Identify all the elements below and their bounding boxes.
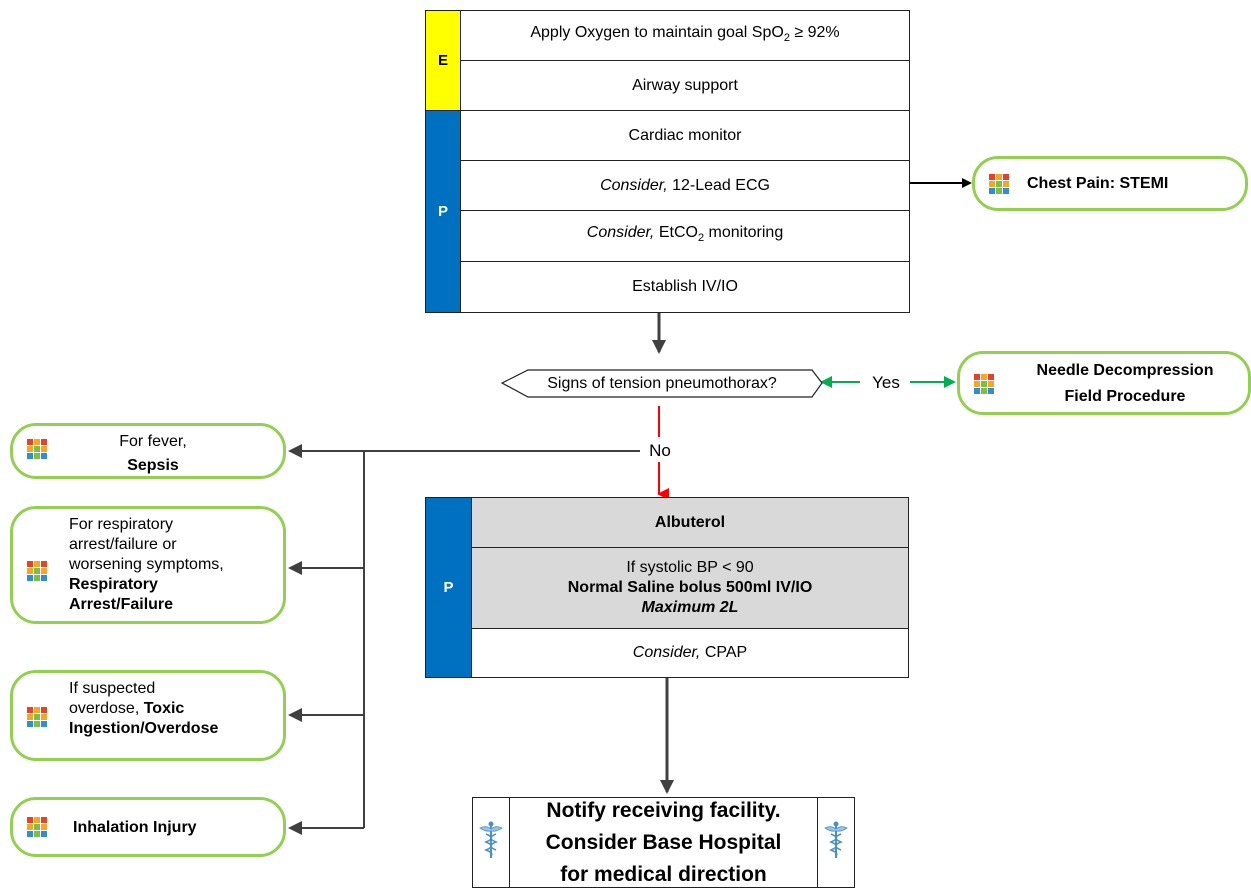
ref-respiratory-arrest[interactable]: For respiratory arrest/failure or worsen… (10, 506, 286, 624)
ref-resp-line-1: For respiratory (69, 516, 174, 533)
airway-text: Airway support (632, 76, 738, 94)
airway-step: Airway support (460, 60, 910, 111)
paramedic-band-lower: P (425, 497, 472, 678)
oxygen-text: Apply Oxygen to maintain goal SpO2 ≥ 92% (530, 23, 840, 45)
ref-resp-line-2: arrest/failure or (69, 536, 177, 553)
notify-box: Notify receiving facility. Consider Base… (472, 797, 855, 888)
ecg-step: Consider, 12-Lead ECG (460, 160, 910, 211)
ref-needle-decompression[interactable]: Needle Decompression Field Procedure (957, 351, 1251, 415)
ref-toxic-ingestion[interactable]: If suspected overdose, Toxic Ingestion/O… (10, 670, 286, 761)
etco2-step: Consider, EtCO2 monitoring (460, 210, 910, 262)
ref-resp-line-3: worsening symptoms, (69, 556, 224, 573)
albuterol-step: Albuterol (471, 497, 909, 548)
ref-toxic-label-2: Ingestion/Overdose (69, 720, 219, 737)
albuterol-text: Albuterol (654, 513, 726, 531)
yes-label: Yes (872, 373, 900, 392)
monitor-text: Cardiac monitor (628, 126, 742, 144)
cpap-step: Consider, CPAP (471, 628, 909, 678)
notify-line-3: for medical direction (560, 862, 767, 886)
cpap-text: Consider, CPAP (632, 644, 748, 661)
ivio-step: Establish IV/IO (460, 261, 910, 313)
saline-dose: Normal Saline bolus 500ml IV/IO (567, 579, 813, 596)
ref-sepsis-label: Sepsis (127, 457, 179, 474)
caduceus-icon (818, 798, 854, 887)
ref-needle-line-1: Needle Decompression (1036, 362, 1214, 379)
ref-chest-pain-stemi[interactable]: Chest Pain: STEMI (972, 156, 1248, 211)
saline-max: Maximum 2L (641, 599, 739, 616)
notify-line-1: Notify receiving facility. (546, 798, 781, 822)
paramedic-band-lower-label: P (443, 579, 454, 596)
saline-step: If systolic BP < 90 Normal Saline bolus … (471, 547, 909, 629)
oxygen-step: Apply Oxygen to maintain goal SpO2 ≥ 92% (460, 10, 910, 61)
protocol-grid-icon (27, 817, 47, 837)
ref-resp-label-1: Respiratory (69, 576, 158, 593)
ecg-text: Consider, 12-Lead ECG (600, 176, 770, 194)
notify-line-2: Consider Base Hospital (545, 830, 782, 854)
ref-stemi-label: Chest Pain: STEMI (1027, 175, 1169, 192)
protocol-grid-icon (974, 374, 994, 394)
protocol-grid-icon (989, 174, 1009, 194)
caduceus-icon (473, 798, 509, 887)
no-label: No (640, 440, 680, 462)
ref-needle-line-2: Field Procedure (1064, 388, 1186, 405)
ref-inhalation-label: Inhalation Injury (73, 819, 197, 836)
protocol-grid-icon (27, 561, 47, 581)
paramedic-band-top: P (425, 110, 461, 313)
notify-text: Notify receiving facility. Consider Base… (509, 798, 818, 887)
decision-question: Signs of tension pneumothorax? (547, 375, 777, 392)
emt-band-label: E (437, 52, 448, 69)
monitor-step: Cardiac monitor (460, 110, 910, 161)
ref-toxic-line-2: overdose, (69, 700, 144, 717)
ref-toxic-line-1: If suspected (69, 680, 156, 697)
paramedic-band-label: P (437, 203, 448, 220)
ivio-text: Establish IV/IO (632, 278, 738, 295)
ref-resp-label-2: Arrest/Failure (69, 596, 174, 613)
emt-band: E (425, 10, 461, 111)
decision-hexagon (500, 369, 823, 398)
ref-inhalation-injury[interactable]: Inhalation Injury (10, 797, 286, 857)
etco2-text: Consider, EtCO2 monitoring (586, 224, 784, 245)
bp-condition: If systolic BP < 90 (626, 559, 754, 576)
ref-toxic-label-1: Toxic (143, 700, 185, 717)
protocol-grid-icon (27, 439, 47, 459)
ref-sepsis[interactable]: For fever, Sepsis (10, 423, 286, 479)
protocol-grid-icon (27, 707, 47, 727)
ref-sepsis-prefix: For fever, (119, 433, 187, 450)
